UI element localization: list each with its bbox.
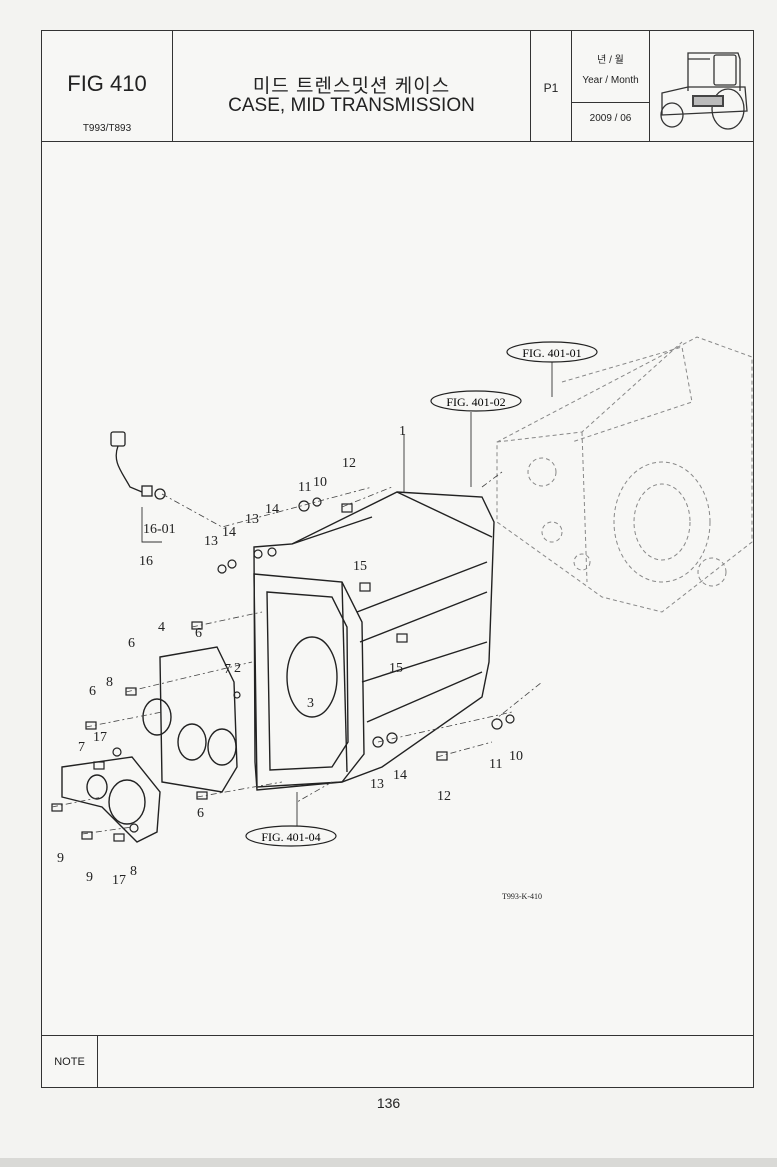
part-label: 8 [106,675,113,690]
parts-sheet: FIG 410 T993/T893 미드 트렌스밋션 케이스 CASE, MID… [41,30,754,1088]
case-front-flange [253,573,365,788]
page-number: 136 [376,1095,401,1111]
date-label-korean: 년 / 월 [597,55,624,66]
ref-label: FIG. 401-04 [261,830,320,844]
part-label: 16-01 [143,522,176,537]
part-label: 13 [204,534,218,549]
part-label: 7 [224,662,231,677]
title-cell: 미드 트렌스밋션 케이스 CASE, MID TRANSMISSION [173,31,531,141]
page-cell: P1 [531,31,572,141]
fig-ref-401-01: FIG. 401-01 [506,341,598,363]
part-label: 16 [139,554,153,569]
part-label: 14 [222,525,236,540]
part-label: 6 [128,636,135,651]
part-label: 13 [245,512,259,527]
part-label: 4 [158,620,165,635]
logo-cell [650,31,753,141]
fig-ref-401-02: FIG. 401-02 [430,390,522,412]
ref-label: FIG. 401-01 [522,346,581,360]
part-labels: 1 2 3 4 6 6 6 6 7 7 8 8 9 9 10 10 11 11 … [57,424,523,888]
rear-case-ghost [496,336,753,613]
title-english: CASE, MID TRANSMISSION [228,95,475,116]
part-label: 12 [342,456,356,471]
part-label: 14 [393,768,407,783]
header-table: FIG 410 T993/T893 미드 트렌스밋션 케이스 CASE, MID… [42,31,753,142]
ref-label: FIG. 401-02 [446,395,505,409]
note-row: NOTE [42,1035,753,1087]
fig-number: FIG 410 [67,71,147,96]
part-label: 14 [265,502,279,517]
tractor-icon [660,52,748,130]
part-label: 13 [370,777,384,792]
date-label-english: Year / Month [582,75,639,86]
part-label: 11 [489,757,502,772]
front-cover [142,646,238,793]
sensor-assembly [110,431,166,500]
leader-lines [141,362,553,832]
note-label: NOTE [42,1036,98,1087]
part-label: 2 [234,661,241,676]
part-label: 11 [298,480,311,495]
fasteners [51,497,515,842]
scan-edge [0,1158,777,1167]
part-label: 8 [130,864,137,879]
part-label: 17 [112,873,126,888]
model-code: T993/T893 [82,123,132,134]
page-label: P1 [543,81,559,95]
assembly-lines [51,471,543,835]
part-label: 9 [57,851,64,866]
date-cell: 년 / 월 Year / Month 2009 / 06 [572,31,650,141]
part-label: 17 [93,730,107,745]
fig-cell: FIG 410 T993/T893 [42,31,173,141]
part-label: 6 [89,684,96,699]
part-label: 6 [197,806,204,821]
part-label: 10 [509,749,523,764]
part-label: 6 [195,626,202,641]
part-label: 9 [86,870,93,885]
part-label: 3 [307,696,314,711]
part-label: 10 [313,475,327,490]
part-label: 15 [353,559,367,574]
part-label: 7 [78,740,85,755]
part-label: 1 [399,424,406,439]
bracket [61,756,161,843]
part-label: 15 [389,661,403,676]
fig-ref-401-04: FIG. 401-04 [245,825,337,847]
exploded-parts-diagram: FIG. 401-01 FIG. 401-02 FIG. 401-04 1 2 … [42,142,753,1035]
date-value: 2009 / 06 [589,113,632,124]
drawing-code: T993-K-410 [502,892,542,901]
title-korean: 미드 트렌스밋션 케이스 [252,76,451,97]
part-label: 12 [437,789,451,804]
